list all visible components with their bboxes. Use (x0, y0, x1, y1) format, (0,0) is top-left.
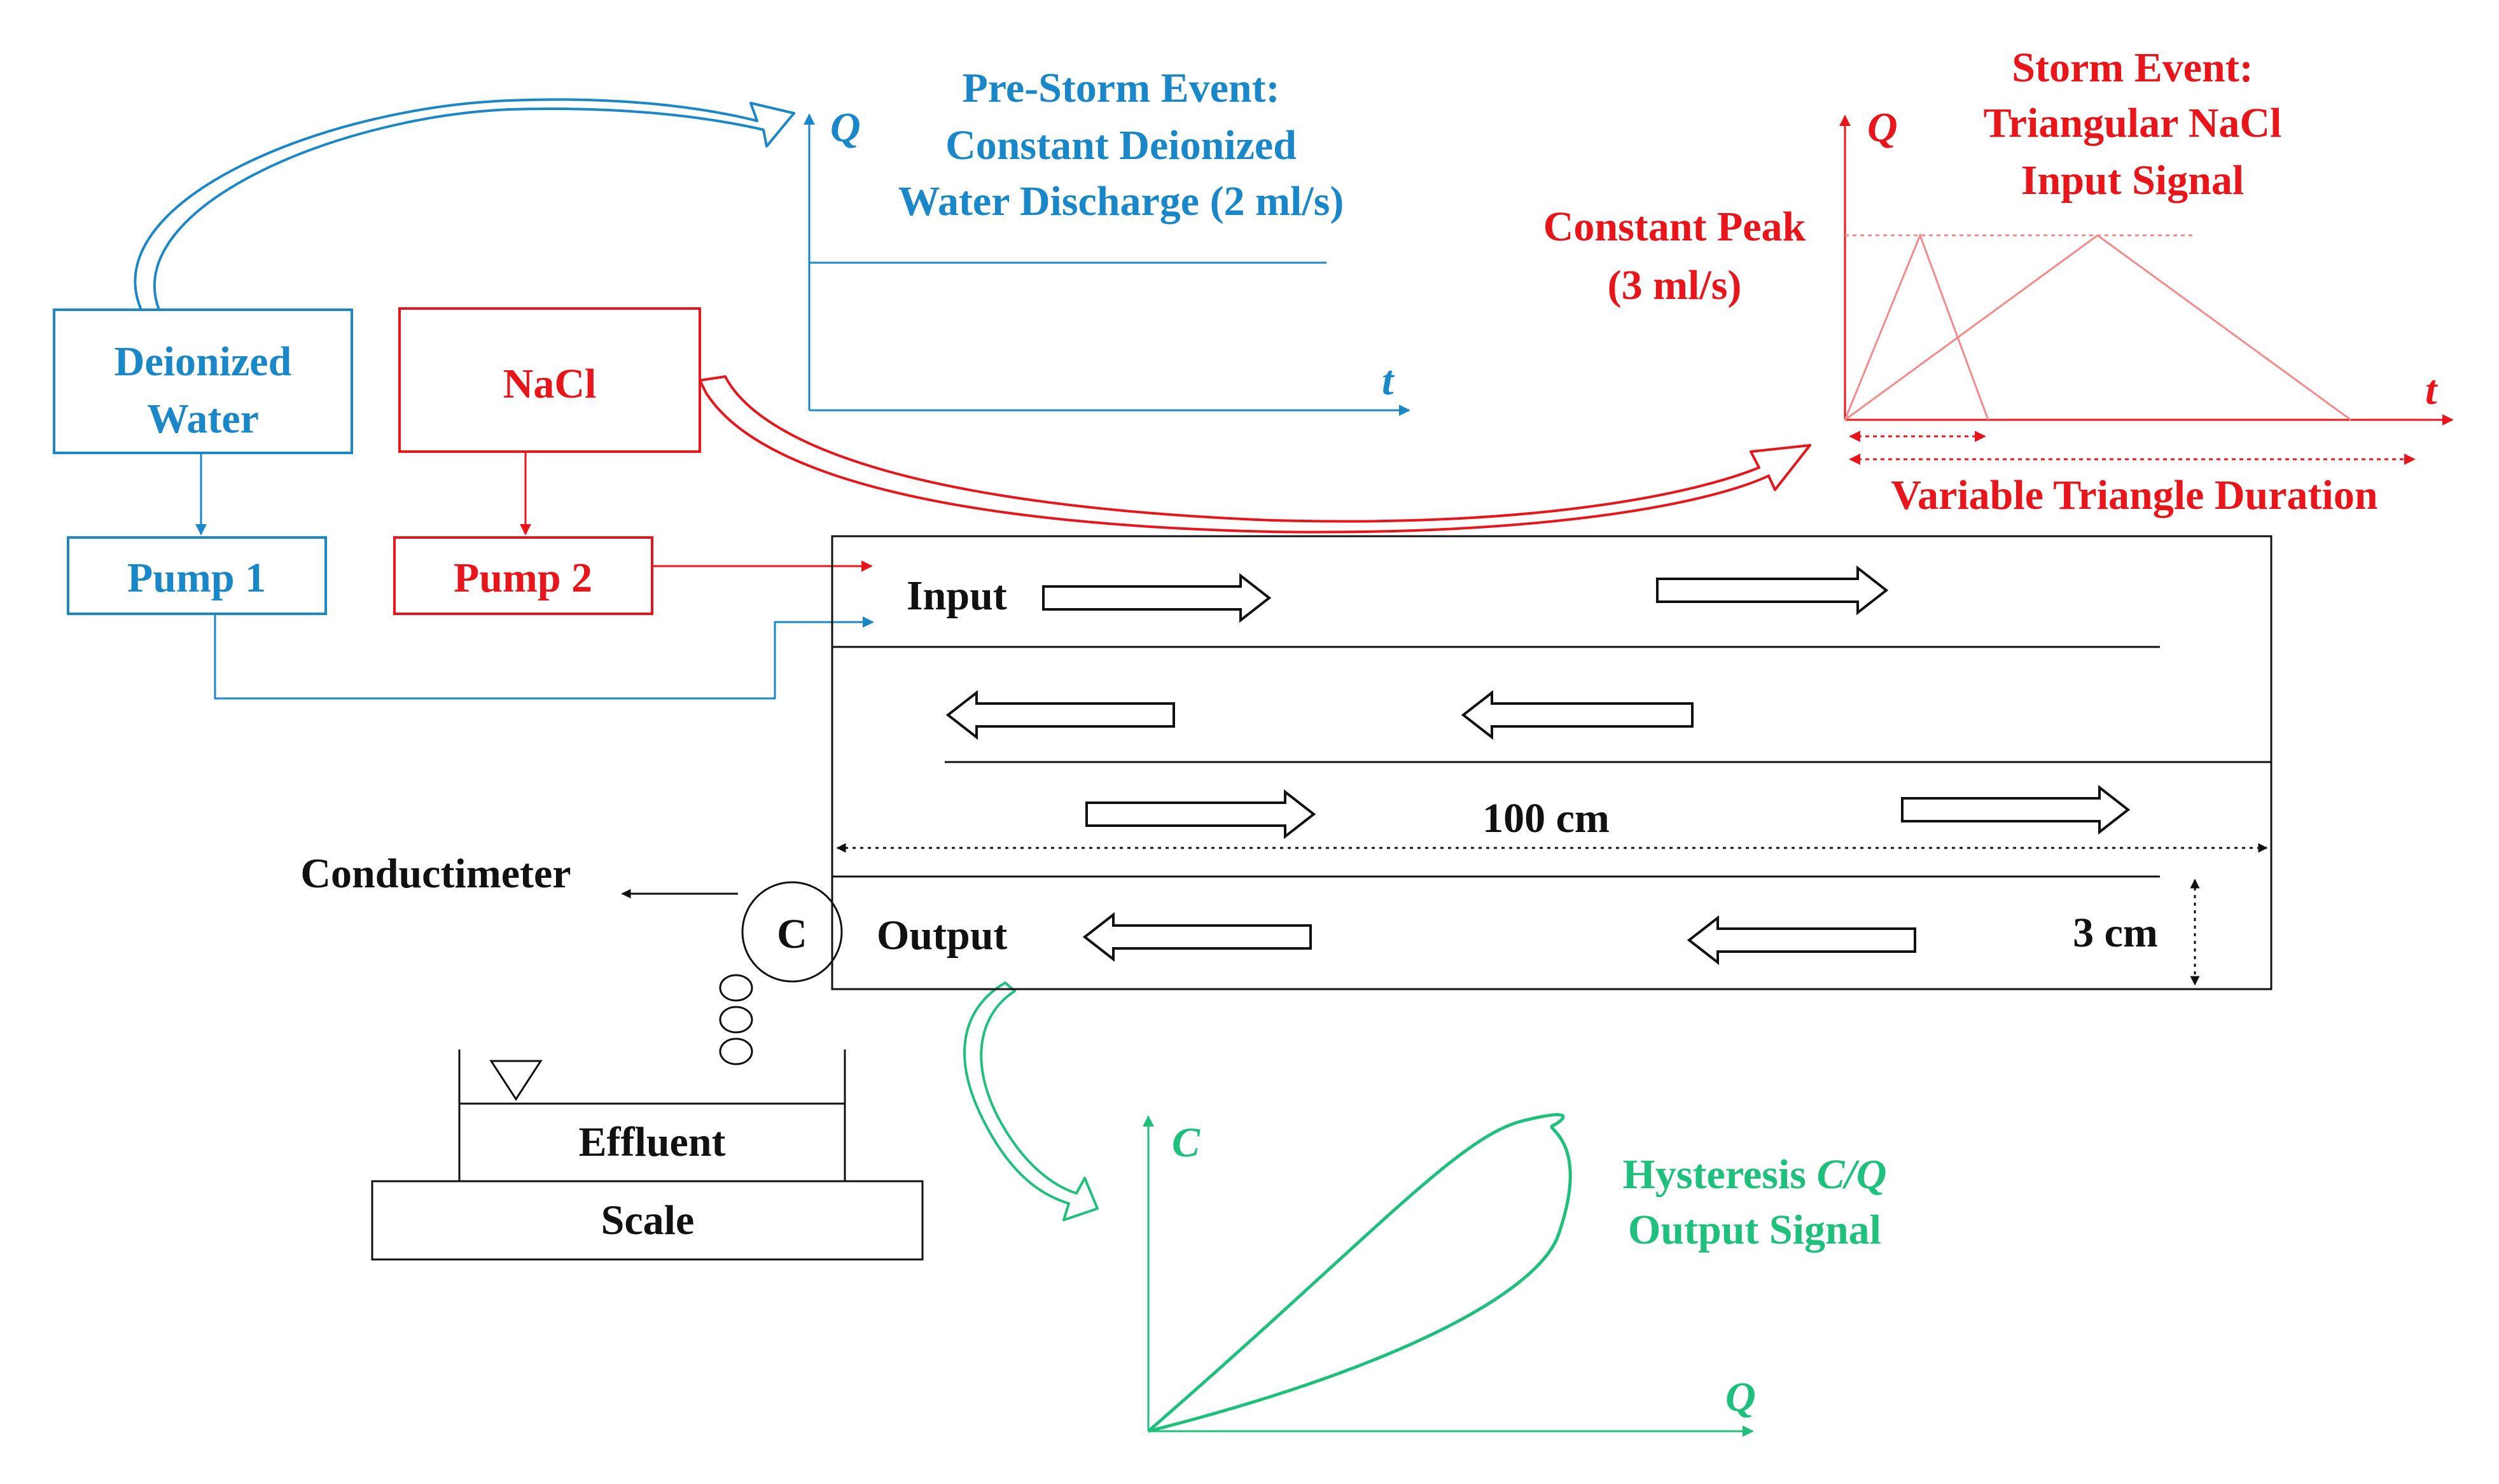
flow-arrow-left-3 (1082, 912, 1312, 962)
conductimeter-label: Conductimeter (300, 850, 571, 897)
storm-q-label: Q (1867, 104, 1898, 151)
hysteresis-loop (1147, 1113, 1572, 1433)
output-label: Output (877, 912, 1007, 959)
storm-title-line2: Triangular NaCl (1984, 100, 2282, 146)
green-curved-arrow (963, 981, 1099, 1221)
blue-curved-arrow (134, 98, 795, 311)
nacl-box: NaCl (398, 307, 701, 453)
variable-duration-label: Variable Triangle Duration (1891, 472, 2377, 518)
flow-arrow-left-1 (945, 690, 1175, 740)
pre-storm-title-line1: Pre-Storm Event: (962, 65, 1279, 111)
conductivity-cell-label: C (777, 911, 807, 957)
storm-event-plot: Q t Storm Event: Triangular NaCl Input S… (1543, 45, 2454, 518)
scale-box (371, 1180, 924, 1261)
constant-peak-label-line2: (3 ml/s) (1608, 262, 1742, 309)
pump1-to-input-arrow (214, 614, 874, 700)
hysteresis-q-label: Q (1725, 1374, 1756, 1420)
constant-peak-label-line1: Constant Peak (1543, 204, 1806, 250)
hysteresis-title-cq: C/Q (1816, 1151, 1886, 1198)
water-level-triangle (489, 1060, 543, 1101)
pump2-label: Pump 2 (454, 555, 592, 601)
hysteresis-plot: C Q Hysteresis C/Q Output Signal (1143, 1113, 1887, 1437)
hysteresis-c-label: C (1172, 1120, 1201, 1166)
storm-title-line3: Input Signal (2021, 157, 2244, 204)
deionized-water-box: Deionized Water (53, 309, 353, 454)
pre-storm-title-line2: Constant Deionized (945, 122, 1297, 169)
scale-label: Scale (601, 1197, 695, 1244)
pre-storm-title-line3: Water Discharge (2 ml/s) (898, 178, 1344, 225)
flow-arrow-right-3 (1085, 789, 1316, 840)
conductivity-cell: C (741, 881, 843, 983)
hysteresis-title-prefix: Hysteresis (1623, 1151, 1817, 1198)
flow-arrow-left-4 (1687, 915, 1916, 966)
nacl-label: NaCl (503, 361, 597, 407)
effluent-container: Effluent Scale (371, 1050, 924, 1261)
pre-storm-t-label: t (1382, 357, 1395, 404)
input-label: Input (907, 572, 1007, 619)
flow-arrow-right-1 (1042, 572, 1272, 623)
flume: Input 100 cm Output 3 cm (831, 535, 2273, 990)
long-triangle-signal (1844, 234, 2351, 421)
effluent-box (458, 1102, 846, 1182)
pre-storm-q-label: Q (830, 104, 861, 151)
hysteresis-title-line2: Output Signal (1628, 1207, 1881, 1253)
pump2-box: Pump 2 (393, 536, 653, 615)
flow-arrow-right-2 (1656, 565, 1889, 616)
length-label: 100 cm (1482, 795, 1610, 842)
pump1-label: Pump 1 (127, 555, 266, 601)
deionized-water-label-line2: Water (147, 396, 259, 442)
flow-arrow-right-4 (1901, 784, 2131, 835)
container-walls (458, 1050, 846, 1105)
effluent-drops (719, 974, 753, 1065)
height-label: 3 cm (2073, 910, 2158, 956)
storm-title-line1: Storm Event: (2012, 45, 2253, 91)
flow-arrow-left-2 (1461, 690, 1694, 740)
deionized-water-label-line1: Deionized (115, 338, 292, 385)
short-triangle-signal (1844, 232, 1989, 420)
red-curved-arrow (699, 375, 1811, 534)
pre-storm-plot: Q t Pre-Storm Event: Constant Deionized … (804, 65, 1410, 416)
pump1-box: Pump 1 (67, 536, 327, 615)
hysteresis-title-line1: Hysteresis C/Q (1623, 1151, 1887, 1198)
effluent-label: Effluent (579, 1119, 726, 1165)
storm-t-label: t (2425, 367, 2438, 413)
